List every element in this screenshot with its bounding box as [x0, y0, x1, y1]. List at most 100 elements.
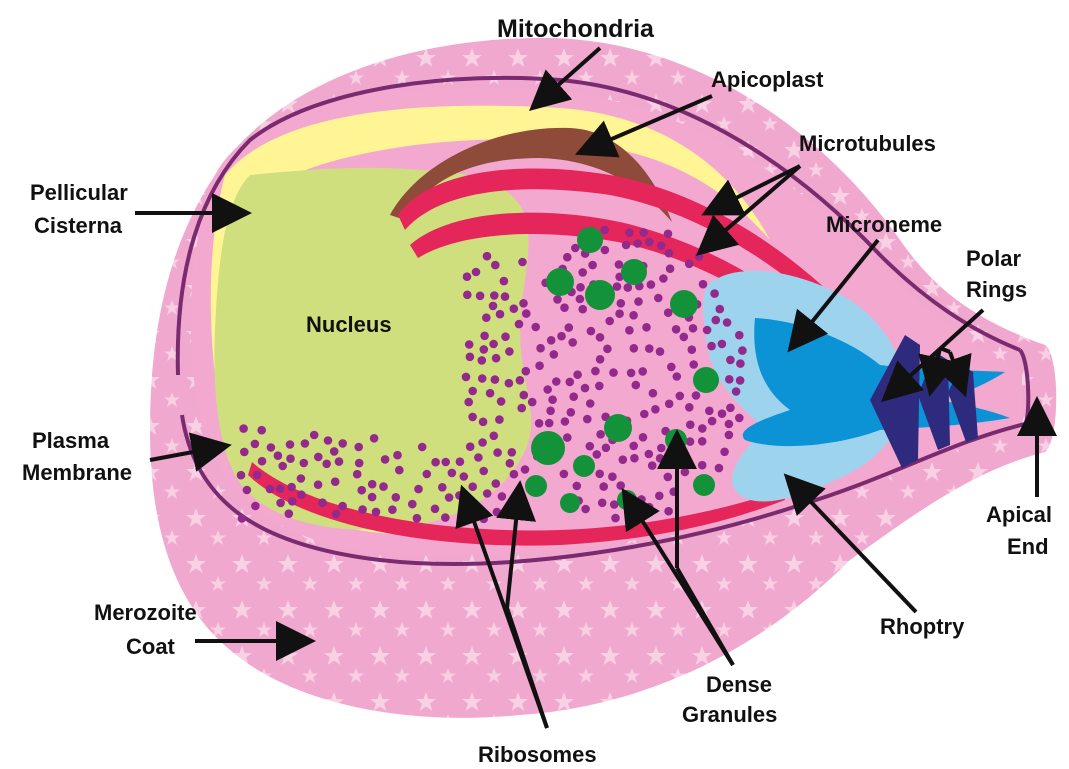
ribosome-dot [476, 292, 485, 301]
ribosome-dot [465, 340, 474, 349]
ribosome-dot [568, 338, 577, 347]
ribosome-dot [645, 238, 654, 247]
ribosome-dot [689, 324, 698, 333]
ribosome-dot [379, 482, 388, 491]
ribosome-dot [546, 407, 555, 416]
ribosome-dot [486, 389, 495, 398]
ribosome-dot [645, 344, 654, 353]
ribosome-dot [565, 323, 574, 332]
ribosome-dot [566, 378, 575, 387]
ribosome-dot [464, 398, 473, 407]
ribosome-dot [586, 399, 595, 408]
ribosome-dot [431, 505, 440, 514]
ribosome-dot [608, 472, 617, 481]
ribosome-dot [676, 392, 685, 401]
ribosome-dot [332, 510, 341, 519]
label-mitochondria: Mitochondria [497, 15, 655, 43]
ribosome-dot [338, 502, 347, 511]
ribosome-dot [522, 367, 531, 376]
ribosome-dot [501, 332, 510, 341]
ribosome-dot [492, 354, 501, 363]
ribosome-dot [736, 376, 745, 385]
ribosome-dot [633, 239, 642, 248]
label-rhoptry: Rhoptry [880, 614, 965, 639]
ribosome-dot [685, 260, 694, 269]
ribosome-dot [609, 368, 618, 377]
ribosome-dot [616, 481, 625, 490]
ribosome-dot [681, 468, 690, 477]
ribosome-dot [573, 482, 582, 491]
ribosome-dot [547, 336, 556, 345]
ribosome-dot [510, 470, 519, 479]
ribosome-dot [630, 344, 639, 353]
ribosome-dot [500, 277, 509, 286]
ribosome-dot [497, 397, 506, 406]
label-polar-1: Polar [966, 246, 1021, 271]
ribosome-dot [483, 489, 492, 498]
ribosome-dot [637, 495, 646, 504]
ribosome-dot [634, 297, 643, 306]
ribosome-dot [358, 505, 367, 514]
label-apical-2: End [1007, 534, 1049, 559]
ribosome-dot [468, 387, 477, 396]
ribosome-dot [354, 443, 363, 452]
ribosome-dot [353, 470, 362, 479]
ribosome-dot [665, 249, 674, 258]
ribosome-dot [654, 294, 663, 303]
ribosome-dot [707, 342, 716, 351]
ribosome-dot [718, 340, 727, 349]
ribosome-dot [657, 241, 666, 250]
ribosome-dot [478, 438, 487, 447]
ribosome-dot [598, 499, 607, 508]
ribosome-dot [622, 241, 631, 250]
ribosome-dot [423, 470, 432, 479]
ribosome-dot [569, 392, 578, 401]
ribosome-dot [603, 345, 612, 354]
ribosome-dot [266, 485, 275, 494]
label-apicoplast: Apicoplast [711, 67, 824, 92]
ribosome-dot [726, 356, 735, 365]
ribosome-dot [698, 424, 707, 433]
label-pellicular-2: Cisterna [34, 213, 123, 238]
ribosome-dot [491, 375, 500, 384]
ribosome-dot [725, 431, 734, 440]
ribosome-dot [478, 356, 487, 365]
ribosome-dot [639, 433, 648, 442]
ribosome-dot [493, 448, 502, 457]
ribosome-dot [472, 268, 481, 277]
ribosome-dot [480, 345, 489, 354]
ribosome-dot [656, 454, 665, 463]
ribosome-dot [456, 457, 465, 466]
ribosome-dot [648, 461, 657, 470]
ribosome-dot [468, 413, 477, 422]
ribosome-dot [324, 436, 333, 445]
ribosome-dot [686, 437, 695, 446]
ribosome-dot [490, 291, 499, 300]
ribosome-dot [322, 460, 331, 469]
ribosome-dot [310, 431, 319, 440]
ribosome-dot [567, 408, 576, 417]
ribosome-dot [651, 405, 660, 414]
ribosome-dot [492, 479, 501, 488]
ribosome-dot [667, 363, 676, 372]
ribosome-dot [578, 268, 587, 277]
ribosome-dot [657, 444, 666, 453]
ribosome-dot [395, 466, 404, 475]
ribosome-dot [535, 419, 544, 428]
ribosome-dot [498, 492, 507, 501]
ribosome-dot [642, 323, 651, 332]
ribosome-dot [726, 404, 735, 413]
ribosome-dot [673, 372, 682, 381]
ribosome-dot [710, 289, 719, 298]
ribosome-dot [543, 385, 552, 394]
ribosome-dot [468, 482, 477, 491]
ribosome-dot [491, 261, 500, 270]
ribosome-dot [460, 472, 469, 481]
ribosome-dot [505, 379, 514, 388]
label-nucleus: Nucleus [306, 312, 392, 337]
ribosome-dot [553, 295, 562, 304]
ribosome-dot [431, 458, 440, 467]
ribosome-dot [408, 500, 417, 509]
ribosome-dot [596, 355, 605, 364]
ribosome-dot [595, 470, 604, 479]
